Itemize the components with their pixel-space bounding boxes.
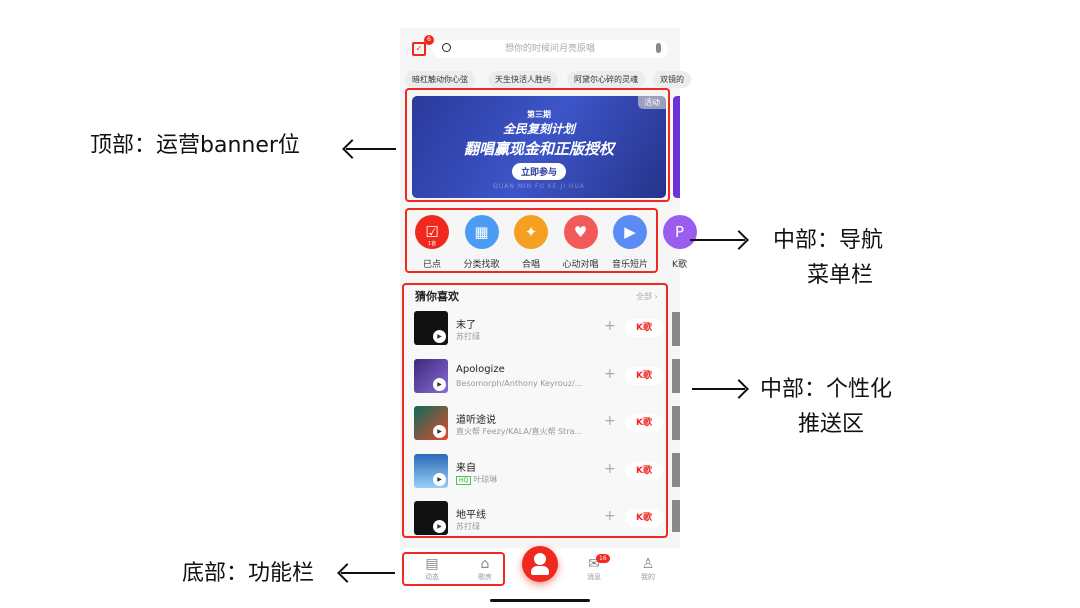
arrow-left-icon xyxy=(341,572,395,574)
annotation-bottom: 底部：功能栏 xyxy=(182,561,315,586)
song-title[interactable]: 末了 xyxy=(456,320,476,331)
recommend-title: 猜你喜欢 xyxy=(415,290,459,303)
song-cover[interactable]: ▶ xyxy=(414,406,448,440)
tab-feed[interactable]: ▤动态 xyxy=(412,556,452,582)
annotation-box-tabbar xyxy=(402,552,505,586)
chevron-right-icon: › xyxy=(654,292,658,301)
nav-heart-note-icon[interactable]: ♥ xyxy=(563,215,598,249)
nav-label[interactable]: 已点 xyxy=(422,260,441,270)
annotation-recommend: 中部：个性化推送区 xyxy=(760,377,893,437)
annotation-box-recommend xyxy=(402,283,668,538)
calendar-badge: 6 xyxy=(424,35,434,45)
play-icon[interactable]: ▶ xyxy=(433,377,446,391)
nav-checked-box-icon[interactable]: ☑1首 xyxy=(415,215,449,249)
song-artist: 直火帮 Feezy/KALA/直火帮 Stra... xyxy=(456,427,583,436)
next-column-peek xyxy=(672,312,680,532)
song-title[interactable]: Apologize xyxy=(456,363,505,375)
sing-button[interactable]: K歌 xyxy=(625,461,663,480)
promo-banner[interactable]: 活动 第三期 全民复刻计划 翻唱赢现金和正版授权 立即参与 QUAN MIN F… xyxy=(412,96,666,198)
recommend-section xyxy=(405,285,665,537)
hot-chip[interactable]: 双镜的 xyxy=(653,71,691,88)
song-artist: 苏打绿 xyxy=(456,522,480,531)
nav-label[interactable]: 分类找歌 xyxy=(463,260,500,270)
sing-button[interactable]: K歌 xyxy=(625,319,663,337)
play-icon[interactable]: ▶ xyxy=(433,520,446,533)
song-cover[interactable]: ▶ xyxy=(414,311,448,345)
sing-button[interactable]: K歌 xyxy=(625,509,663,527)
hot-chip[interactable]: 阿黛尔心碎的灵魂 xyxy=(567,71,645,88)
tab-label: 我的 xyxy=(641,573,655,581)
nav-label[interactable]: 心动对唱 xyxy=(562,260,599,270)
song-title[interactable]: 地平线 xyxy=(456,510,486,521)
nav-label[interactable]: 音乐短片 xyxy=(611,260,648,270)
room-icon: ⌂ xyxy=(480,556,490,572)
sing-center-button[interactable] xyxy=(522,546,558,582)
home-indicator xyxy=(490,599,590,602)
message-badge: 16 xyxy=(596,554,610,563)
song-title[interactable]: 来自 xyxy=(456,462,476,474)
tab-label: 消息 xyxy=(587,573,601,581)
add-button[interactable]: + xyxy=(604,413,616,429)
arrow-left-icon xyxy=(346,148,396,150)
tab-label: 动态 xyxy=(425,573,439,581)
feed-icon: ▤ xyxy=(425,556,439,572)
next-banner-peek[interactable] xyxy=(673,96,680,198)
song-title[interactable]: 道听途说 xyxy=(456,415,496,426)
nav-label[interactable]: 合唱 xyxy=(521,260,540,270)
see-all-label: 全部 xyxy=(636,292,652,301)
nav-grid-icon[interactable]: ▦ xyxy=(464,215,499,249)
tab-profile[interactable]: ♙我的 xyxy=(628,556,668,582)
tab-label: 歌房 xyxy=(478,573,492,581)
song-artist: 苏打绿 xyxy=(456,332,480,341)
song-cover[interactable]: ▶ xyxy=(414,453,448,488)
tab-mail[interactable]: ✉消息 16 xyxy=(574,554,614,582)
banner-title: 全民复刻计划 xyxy=(502,122,575,136)
song-cover[interactable]: ▶ xyxy=(414,358,448,393)
add-button[interactable]: + xyxy=(604,508,616,524)
play-icon[interactable]: ▶ xyxy=(433,425,446,438)
play-icon[interactable]: ▶ xyxy=(433,330,446,343)
nav-duet-mic-icon[interactable]: ✦ xyxy=(514,215,548,249)
hq-badge: HQ xyxy=(456,475,472,485)
search-icon xyxy=(442,43,451,52)
hot-chip[interactable]: 暗杠触动你心弦 xyxy=(405,71,475,88)
arrow-right-icon xyxy=(692,388,745,390)
see-all-link[interactable]: 全部 › xyxy=(636,291,658,302)
add-button[interactable]: + xyxy=(604,318,616,334)
add-button[interactable]: + xyxy=(604,365,616,382)
nav-party-icon[interactable]: P xyxy=(662,215,697,249)
banner-subtitle: 翻唱赢现金和正版授权 xyxy=(463,140,614,158)
profile-icon: ♙ xyxy=(641,556,655,572)
search-placeholder: 想你的时候问月亮原唱 xyxy=(504,44,595,54)
banner-issue: 第三期 xyxy=(527,110,551,119)
play-icon[interactable]: ▶ xyxy=(433,472,446,486)
nav-label[interactable]: K歌 xyxy=(672,260,687,270)
singer-icon xyxy=(534,553,546,565)
song-cover[interactable]: ▶ xyxy=(414,501,448,535)
nav-badge: 1首 xyxy=(427,241,437,247)
banner-tag: 活动 xyxy=(638,96,666,109)
sing-button[interactable]: K歌 xyxy=(625,414,663,432)
banner-cta-button[interactable]: 立即参与 xyxy=(511,163,566,180)
tab-room[interactable]: ⌂歌房 xyxy=(465,556,505,582)
song-artist: Besomorph/Anthony Keyrouz/... xyxy=(456,378,583,388)
singer-icon-body xyxy=(531,566,549,575)
sing-button[interactable]: K歌 xyxy=(625,366,663,385)
banner-footer: QUAN MIN FU KE JI HUA xyxy=(493,183,585,190)
annotation-nav: 中部：导航菜单栏 xyxy=(773,228,884,288)
add-button[interactable]: + xyxy=(604,460,616,477)
annotation-top: 顶部：运营banner位 xyxy=(90,133,300,158)
calendar-icon[interactable]: ✓ xyxy=(412,42,426,56)
hot-chip[interactable]: 天生快活人胜屿 xyxy=(488,71,558,88)
arrow-right-icon xyxy=(690,239,745,241)
mic-icon[interactable] xyxy=(656,43,661,53)
nav-video-icon[interactable]: ▶ xyxy=(613,215,647,249)
search-input[interactable]: 想你的时候问月亮原唱 xyxy=(432,40,668,58)
annotation-box-banner xyxy=(405,88,670,202)
annotation-box-nav xyxy=(405,208,658,273)
mail-icon: ✉ xyxy=(588,556,600,572)
